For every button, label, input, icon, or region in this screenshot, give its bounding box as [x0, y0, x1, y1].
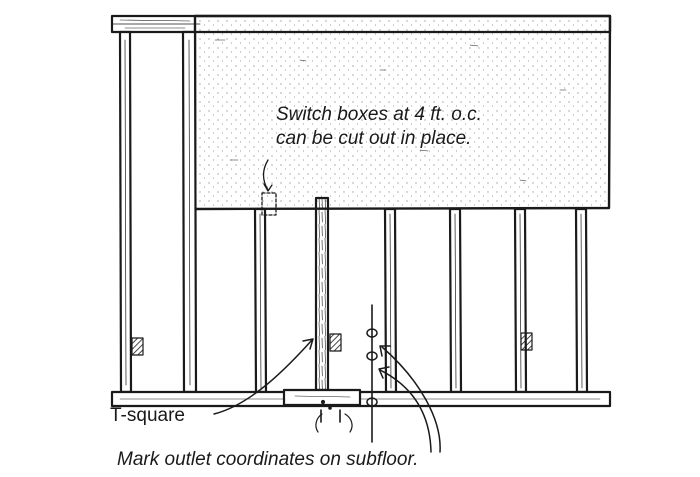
mark-outlet-leaders: [378, 345, 441, 453]
subfloor-marks: [315, 409, 353, 433]
t-square-label: T-square: [110, 405, 185, 426]
wall-studs: [253, 207, 589, 394]
outlet-mark-line: [366, 304, 378, 443]
switch-box-annotation-line2: can be cut out in place.: [276, 128, 472, 149]
switch-box-annotation: Switch boxes at 4 ft. o.c. can be cut ou…: [276, 103, 482, 151]
t-square-leader: [213, 338, 314, 415]
outlet-boxes: [131, 332, 533, 356]
left-end-studs: [118, 30, 198, 394]
switch-box-outline: [261, 159, 277, 216]
mark-outlets-annotation: Mark outlet coordinates on subfloor.: [117, 449, 419, 470]
switch-box-annotation-line1: Switch boxes at 4 ft. o.c.: [276, 104, 482, 125]
t-square-tool: [282, 196, 362, 410]
